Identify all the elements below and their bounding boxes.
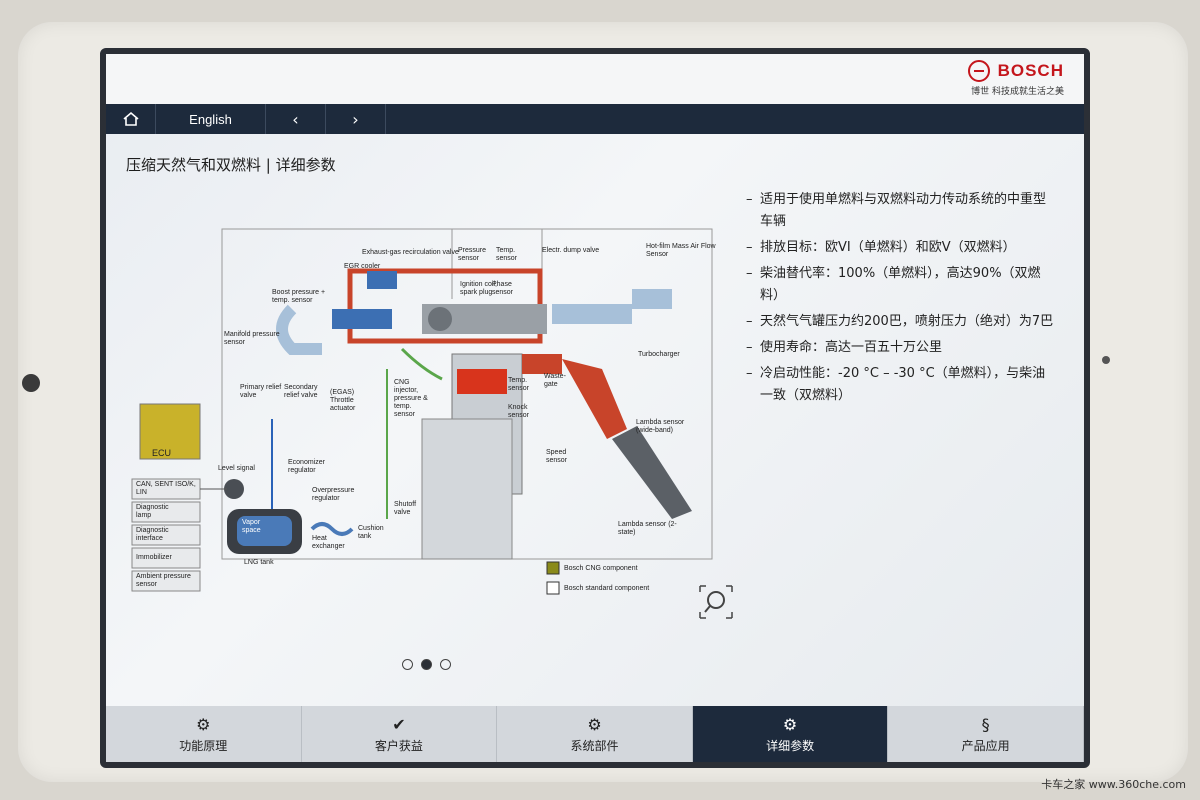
section-icon: § (981, 714, 990, 734)
spec-item: 冷启动性能：-20 °C – -30 °C（单燃料），与柴油一致（双燃料） (746, 363, 1056, 407)
system-diagram: EGR cooler Exhaust-gas recirculation val… (122, 219, 742, 659)
label-lambda-wide: Lambda sensor (wide-band) (636, 419, 685, 434)
spec-item: 柴油替代率：100%（单燃料），高达90%（双燃料） (746, 263, 1056, 307)
camera-dot (22, 374, 40, 392)
page-dot-active[interactable] (421, 659, 432, 670)
label-shutoff: Shutoff valve (394, 501, 417, 516)
legend-cng: Bosch CNG component (564, 565, 638, 572)
label-can: CAN, SENT ISO/K, LIN (136, 481, 196, 496)
tab-benefits[interactable]: ✔ 客户获益 (302, 706, 498, 762)
brand-bar: BOSCH 博世 科技成就生活之美 (106, 54, 1084, 104)
label-ambient: Ambient pressure sensor (136, 573, 191, 588)
label-cng-injector: CNG injector, pressure & temp. sensor (394, 379, 428, 418)
top-nav: English ‹ › (106, 104, 1084, 134)
label-economizer: Economizer regulator (288, 459, 325, 474)
gears-icon: ⚙ (196, 714, 211, 734)
page-dot[interactable] (440, 659, 451, 670)
label-temp-sensor-2: Temp. sensor (508, 377, 530, 392)
label-level: Level signal (218, 465, 255, 472)
label-diag-lamp: Diagnostic lamp (136, 504, 169, 519)
spec-item: 天然气气罐压力约200巴，喷射压力（绝对）为7巴 (746, 311, 1056, 333)
person-check-icon: ✔ (392, 714, 406, 734)
tab-label: 详细参数 (766, 738, 815, 753)
tab-components[interactable]: ⚙ 系统部件 (497, 706, 693, 762)
gear-doc-icon: ⚙ (782, 714, 798, 734)
page-title: 压缩天然气和双燃料 | 详细参数 (126, 156, 336, 174)
gear-box-icon: ⚙ (587, 714, 602, 734)
next-button[interactable]: › (326, 104, 386, 134)
label-pressure-sensor: Pressure sensor (458, 247, 487, 262)
language-button[interactable]: English (156, 104, 266, 134)
label-cushion: Cushion tank (358, 525, 384, 540)
label-manifold: Manifold pressure sensor (224, 331, 280, 346)
tablet-screen: BOSCH 博世 科技成就生活之美 English ‹ › 压缩天然气和双燃料 … (100, 48, 1090, 768)
tab-label: 产品应用 (961, 738, 1010, 753)
label-electr-dump: Electr. dump valve (542, 247, 600, 254)
tab-label: 功能原理 (179, 738, 228, 753)
page-indicator (402, 659, 451, 670)
bosch-logo: BOSCH (967, 60, 1064, 82)
home-button[interactable] (106, 104, 156, 134)
label-primary-relief: Primary relief valve (240, 384, 282, 399)
label-vapor: Vapor space (242, 519, 261, 534)
label-lng-tank: LNG tank (244, 559, 274, 566)
spec-list: 适用于使用单燃料与双燃料动力传动系统的中重型车辆 排放目标：欧VI（单燃料）和欧… (746, 189, 1056, 411)
prev-button[interactable]: ‹ (266, 104, 326, 134)
tab-label: 系统部件 (570, 738, 619, 753)
spec-item: 适用于使用单燃料与双燃料动力传动系统的中重型车辆 (746, 189, 1056, 233)
zoom-icon[interactable] (696, 582, 736, 622)
tab-label: 客户获益 (374, 738, 423, 753)
tab-applications[interactable]: § 产品应用 (888, 706, 1084, 762)
label-heat-exchanger: Heat exchanger (312, 535, 345, 550)
label-temp-sensor: Temp. sensor (496, 247, 518, 262)
diagram-graphic (131, 228, 713, 595)
label-egas: (EGAS) Throttle actuator (330, 389, 356, 412)
watermark: 卡车之家 www.360che.com (1041, 778, 1186, 791)
bosch-ring-icon (967, 60, 990, 82)
label-ecu: ECU (152, 448, 172, 458)
label-turbo: Turbocharger (638, 351, 680, 358)
label-speed: Speed sensor (546, 449, 568, 464)
tab-function[interactable]: ⚙ 功能原理 (106, 706, 302, 762)
label-boost: Boost pressure + temp. sensor (272, 289, 326, 304)
bottom-tab-bar: ⚙ 功能原理 ✔ 客户获益 ⚙ 系统部件 ⚙ 详细参数 § 产品应用 (106, 706, 1084, 762)
brand-name: BOSCH (997, 61, 1064, 80)
label-secondary-relief: Secondary relief valve (284, 384, 318, 399)
label-hotfilm: Hot-film Mass Air Flow Sensor (646, 243, 716, 258)
legend-standard: Bosch standard component (564, 585, 650, 592)
label-knock: Knock sensor (508, 404, 530, 419)
label-egr-valve: Exhaust-gas recirculation valve (362, 249, 459, 256)
brand-tagline: 博世 科技成就生活之美 (971, 87, 1064, 97)
page-dot[interactable] (402, 659, 413, 670)
spec-item: 使用寿命：高达一百五十万公里 (746, 337, 1056, 359)
label-immobilizer: Immobilizer (136, 554, 172, 561)
label-lambda-2state: Lambda sensor (2-state) (618, 521, 677, 536)
label-ignition: Ignition coil, spark plug (460, 281, 497, 296)
label-overpressure: Overpressure regulator (312, 487, 355, 502)
label-egr-cooler: EGR cooler (344, 263, 381, 270)
label-phase: Phase sensor (492, 281, 514, 296)
home-icon (122, 111, 139, 126)
tab-details[interactable]: ⚙ 详细参数 (692, 706, 889, 762)
label-diag-interface: Diagnostic interface (136, 527, 169, 542)
spec-item: 排放目标：欧VI（单燃料）和欧V（双燃料） (746, 237, 1056, 259)
sensor-dot (1102, 356, 1110, 364)
label-wastegate: Waste-gate (544, 373, 566, 388)
